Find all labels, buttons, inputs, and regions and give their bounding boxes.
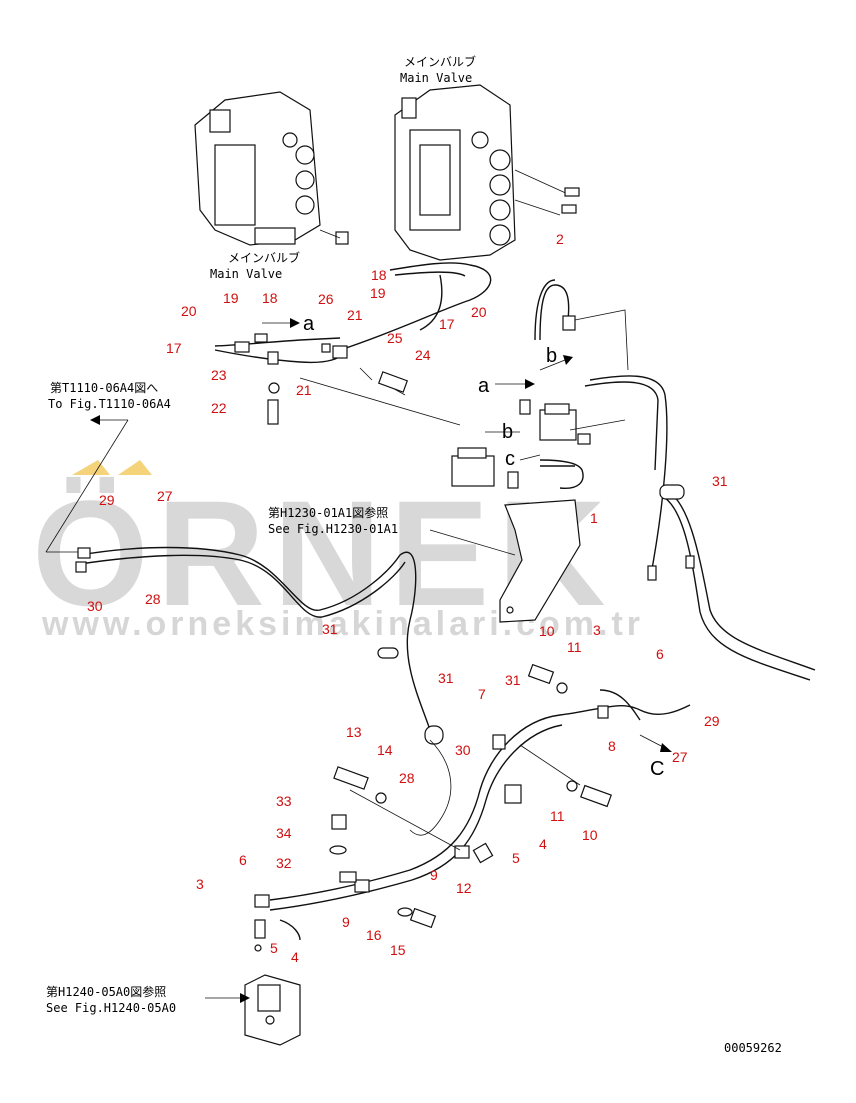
main-valve-top-jp: メインバルブ (404, 54, 476, 69)
main-valve-left-jp: メインバルブ (228, 250, 300, 265)
fasteners (254, 663, 612, 952)
part-number: 18 (371, 267, 387, 283)
main-valve-top (394, 84, 580, 261)
flow-letter-b-lower: b (502, 421, 513, 443)
long-hose-right (584, 375, 816, 681)
part-number: 6 (656, 646, 664, 662)
ref-h1230-en: See Fig.H1230-01A1 (268, 522, 398, 536)
flow-letter-c-mid: c (505, 448, 515, 470)
ref-h1230-jp: 第H1230-01A1図参照 (268, 505, 388, 520)
ref-t1110-en: To Fig.T1110-06A4 (48, 397, 171, 411)
part-number: 23 (211, 367, 227, 383)
flow-letter-a-left: a (303, 313, 315, 335)
upper-hose-group (214, 262, 492, 426)
part-number: 10 (539, 623, 555, 639)
ref-t1110-jp: 第T1110-06A4図へ (50, 381, 158, 395)
part-number: 22 (211, 400, 227, 416)
part-number: 8 (608, 738, 616, 754)
part-number: 5 (270, 940, 278, 956)
part-number: 17 (439, 316, 455, 332)
part-number: 34 (276, 825, 292, 841)
part-number: 26 (318, 291, 334, 307)
part-number: 17 (166, 340, 182, 356)
watermark-accent-left (72, 460, 110, 475)
part-number: 29 (704, 713, 720, 729)
part-number: 4 (539, 836, 547, 852)
part-number: 13 (346, 724, 362, 740)
part-number: 5 (512, 850, 520, 866)
part-callouts: 2 18 19 17 20 20 19 18 26 21 25 17 24 23… (87, 231, 728, 965)
drawing-number: 00059262 (724, 1041, 782, 1055)
part-number: 25 (387, 330, 403, 346)
right-hose-group (451, 279, 629, 489)
part-number: 24 (415, 347, 431, 363)
main-valve-left-en: Main Valve (210, 267, 282, 281)
part-number: 20 (471, 304, 487, 320)
part-number: 31 (505, 672, 521, 688)
part-number: 32 (276, 855, 292, 871)
part-number: 9 (342, 914, 350, 930)
flow-letter-c-right: C (650, 758, 664, 780)
part-number: 2 (556, 231, 564, 247)
part-number: 30 (455, 742, 471, 758)
part-number: 14 (377, 742, 393, 758)
flow-letter-b-upper: b (546, 345, 557, 367)
part-number: 1 (590, 510, 598, 526)
part-number: 19 (370, 285, 386, 301)
part-number: 31 (322, 621, 338, 637)
part-number: 11 (550, 808, 565, 824)
part-number: 28 (145, 591, 161, 607)
part-number: 27 (157, 488, 173, 504)
part-number: 9 (430, 867, 438, 883)
watermark-accent-right (118, 460, 152, 475)
part-number: 18 (262, 290, 278, 306)
part-number: 7 (478, 686, 486, 702)
part-number: 29 (99, 492, 115, 508)
flow-letter-a-right: a (478, 375, 490, 397)
part-number: 11 (567, 639, 582, 655)
part-number: 16 (366, 927, 382, 943)
part-number: 20 (181, 303, 197, 319)
part-number: 33 (276, 793, 292, 809)
main-valve-top-en: Main Valve (400, 71, 472, 85)
main-valve-left (194, 91, 349, 246)
part-number: 3 (593, 622, 601, 638)
part-number: 27 (672, 749, 688, 765)
bottom-block (244, 974, 301, 1046)
part-number: 4 (291, 949, 299, 965)
ref-h1240-en: See Fig.H1240-05A0 (46, 1001, 176, 1015)
part-number: 21 (296, 382, 312, 398)
part-number: 28 (399, 770, 415, 786)
part-number: 12 (456, 880, 472, 896)
flow-arrows (90, 318, 672, 1003)
lower-hose-assembly (254, 689, 691, 941)
ref-h1240-jp: 第H1240-05A0図参照 (46, 984, 166, 999)
long-hose-left (45, 419, 444, 745)
part-number: 19 (223, 290, 239, 306)
part-number: 21 (347, 307, 363, 323)
part-number: 10 (582, 827, 598, 843)
part-number: 30 (87, 598, 103, 614)
part-number: 3 (196, 876, 204, 892)
part-number: 31 (438, 670, 454, 686)
part-number: 31 (712, 473, 728, 489)
part-number: 15 (390, 942, 406, 958)
part-number: 6 (239, 852, 247, 868)
bracket-plate (499, 499, 581, 623)
